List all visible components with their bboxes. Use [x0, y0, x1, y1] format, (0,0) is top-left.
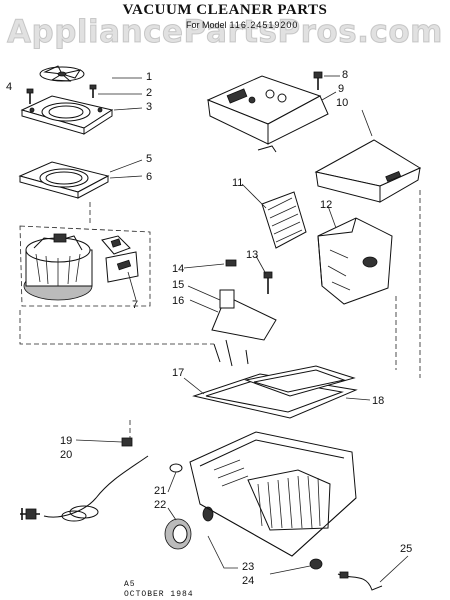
lid-part [314, 139, 422, 203]
caster-part [309, 558, 383, 591]
callout-19: 19 [60, 435, 73, 447]
stamp-line-1: A5 [124, 580, 136, 589]
callout-24: 24 [242, 575, 255, 587]
motor-assembly [19, 225, 151, 307]
callout-17: 17 [172, 367, 185, 379]
callout-25: 25 [400, 543, 413, 555]
filter-part [261, 191, 307, 249]
wheel-part [164, 463, 192, 550]
callout-9: 9 [338, 83, 345, 95]
callout-11: 11 [232, 177, 244, 189]
callout-12: 12 [320, 199, 333, 211]
callout-15: 15 [172, 279, 185, 291]
top-cover [206, 75, 329, 153]
screw-part-8 [313, 71, 323, 90]
callout-23: 23 [242, 561, 255, 573]
callout-8: 8 [342, 69, 349, 81]
model-label: For Model [186, 20, 227, 30]
callout-6: 6 [146, 171, 153, 183]
callout-20: 20 [60, 449, 73, 461]
callout-13: 13 [246, 249, 259, 261]
callout-7: 7 [132, 299, 139, 311]
callout-5: 5 [146, 153, 153, 165]
callout-21: 21 [154, 485, 167, 497]
fan-blade-part [39, 65, 85, 82]
callout-14: 14 [172, 263, 185, 275]
switch-bracket [211, 259, 277, 367]
callout-16: 16 [172, 295, 185, 307]
gasket-plates [18, 161, 110, 199]
callout-leaders [75, 75, 409, 583]
power-cord [20, 437, 149, 522]
lid-frame [192, 365, 358, 419]
model-number: 116.24519200 [229, 20, 299, 30]
callout-2: 2 [146, 87, 153, 99]
dashed-leaders [19, 190, 421, 440]
motor-mount-plate [20, 95, 114, 135]
dust-bag [317, 217, 393, 305]
callout-3: 3 [146, 101, 153, 113]
base-housing [189, 431, 357, 557]
diagram-title: VACUUM CLEANER PARTS [122, 2, 328, 18]
fastener-screws [26, 84, 97, 104]
callout-22: 22 [154, 499, 167, 511]
stamp-line-2: OCTOBER 1984 [124, 590, 194, 599]
callout-18: 18 [372, 395, 385, 407]
callout-1: 1 [146, 71, 153, 83]
callout-4: 4 [6, 81, 13, 93]
callout-10: 10 [336, 97, 349, 109]
